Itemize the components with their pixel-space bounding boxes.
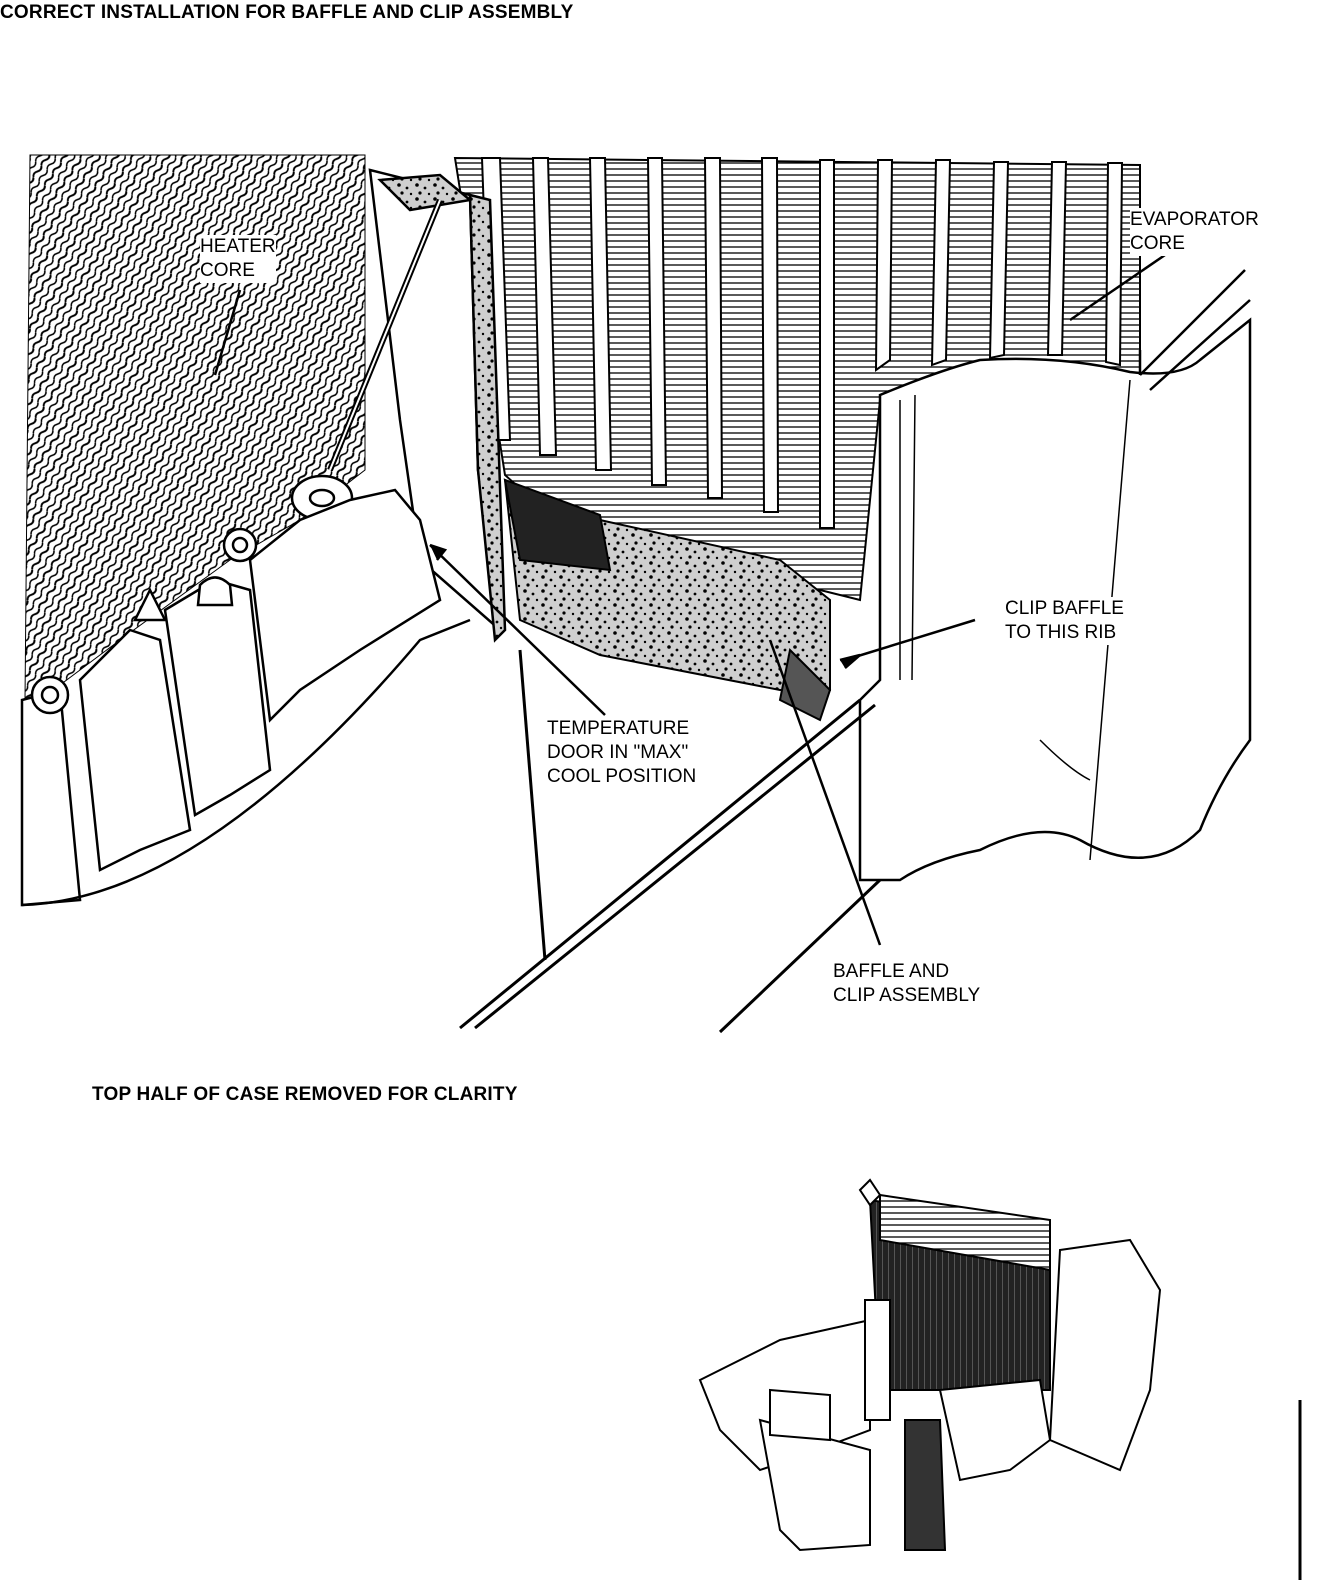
label-evaporator-core-line-2: CORE — [1130, 233, 1185, 254]
label-heater-core: HEATER CORE — [200, 235, 276, 283]
label-heater-core-line-2: CORE — [200, 260, 255, 281]
label-clip-baffle: CLIP BAFFLE TO THIS RIB — [1005, 597, 1124, 645]
label-baffle-clip-line-1: BAFFLE AND — [833, 961, 950, 982]
label-baffle-clip-assembly: BAFFLE AND CLIP ASSEMBLY — [833, 960, 981, 1008]
temperature-door — [290, 168, 507, 643]
label-clip-baffle-line-2: TO THIS RIB — [1005, 622, 1117, 643]
evaporator-core — [453, 156, 1141, 602]
label-evaporator-core: EVAPORATOR CORE — [1130, 208, 1259, 256]
leader-lines — [213, 253, 1166, 946]
label-temperature-door-line-2: DOOR IN "MAX" — [547, 742, 689, 763]
label-temperature-door-line-1: TEMPERATURE — [547, 718, 690, 739]
inset-assembly-illustration — [698, 1178, 1302, 1580]
figure-caption: TOP HALF OF CASE REMOVED FOR CLARITY — [92, 1084, 518, 1105]
label-clip-baffle-line-1: CLIP BAFFLE — [1005, 598, 1124, 619]
label-heater-core-line-1: HEATER — [200, 236, 276, 257]
label-temperature-door-line-3: COOL POSITION — [547, 766, 697, 787]
label-temperature-door: TEMPERATURE DOOR IN "MAX" COOL POSITION — [547, 717, 697, 789]
label-evaporator-core-line-1: EVAPORATOR — [1130, 209, 1259, 230]
label-baffle-clip-line-2: CLIP ASSEMBLY — [833, 985, 981, 1006]
baffle-clip-assembly — [503, 478, 832, 722]
case-floor — [459, 649, 882, 1034]
left-housing — [20, 488, 471, 907]
page-title: CORRECT INSTALLATION FOR BAFFLE AND CLIP… — [0, 2, 574, 23]
